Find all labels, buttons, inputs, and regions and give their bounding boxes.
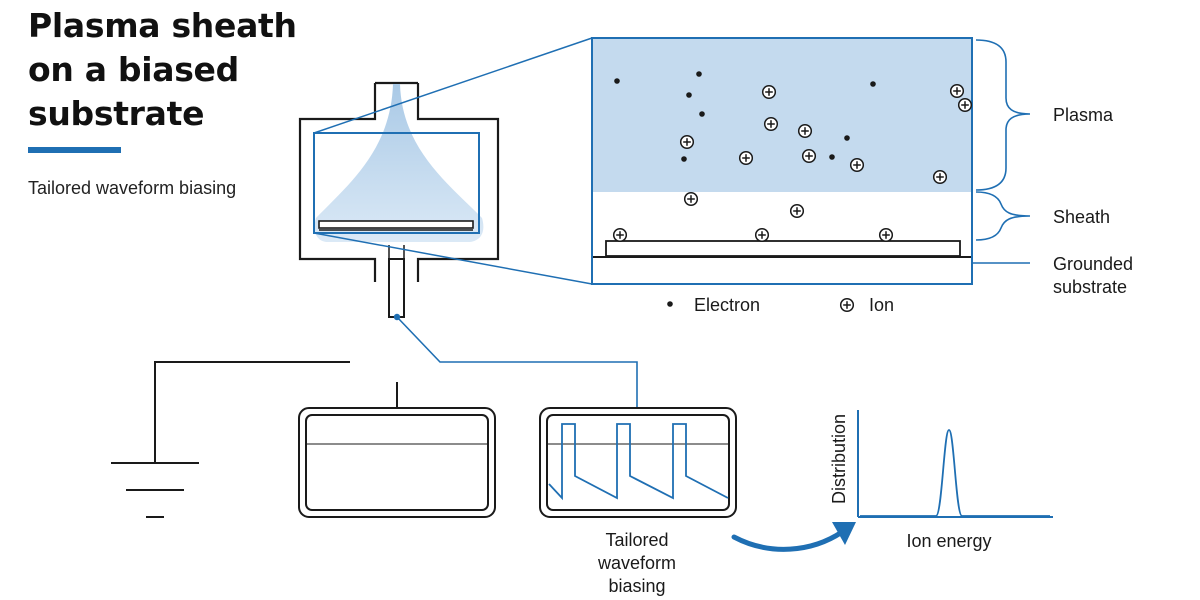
electron-legend-label: Electron	[694, 295, 760, 315]
page-title: Plasma sheath on a biased substrate	[28, 4, 348, 136]
particle-legend: Electron Ion	[667, 295, 894, 315]
tailored-waveform	[548, 423, 729, 501]
dc-bias-box	[298, 407, 496, 518]
plasma-beam	[314, 84, 484, 242]
plot-x-axis-label: Ion energy	[906, 531, 991, 551]
title-line-1: Plasma sheath	[28, 6, 297, 45]
ion-particle	[849, 157, 865, 173]
ion-particle	[957, 97, 973, 113]
substrate-electrode-rod	[388, 258, 405, 318]
title-line-3: substrate	[28, 94, 205, 133]
grounded-substrate-label-line2: substrate	[1053, 277, 1127, 297]
ion-legend-icon	[839, 297, 855, 313]
waveform-caption-line3: biasing	[608, 576, 665, 596]
ion-particle	[761, 84, 777, 100]
zoomed-substrate	[605, 240, 961, 257]
process-chamber	[298, 81, 500, 321]
ion-particle	[789, 203, 805, 219]
plot-y-axis-label: Distribution	[829, 414, 849, 504]
ion-particle	[683, 191, 699, 207]
waveform-caption-line1: Tailored	[605, 530, 668, 550]
ion-particle	[932, 169, 948, 185]
title-accent-bar	[28, 147, 121, 153]
zoom-line-bottom	[313, 232, 593, 285]
sheath-label: Sheath	[1053, 207, 1110, 227]
particle-group	[612, 71, 973, 243]
zoom-panel-frame	[591, 37, 973, 285]
ion-legend-label: Ion	[869, 295, 894, 315]
ion-particle	[763, 116, 779, 132]
electron-particle	[699, 111, 705, 117]
plasma-brace	[975, 39, 1031, 191]
chamber-zoom-window	[313, 132, 480, 234]
electron-particle	[681, 156, 687, 162]
waveform-caption-line2: waveform	[597, 553, 676, 573]
bias-signal-wire	[396, 316, 638, 410]
electron-particle	[686, 92, 692, 98]
chamber-substrate	[318, 220, 474, 229]
ion-particle	[738, 150, 754, 166]
waveform-box	[539, 407, 737, 518]
ion-particle	[754, 227, 770, 243]
electron-particle	[696, 71, 702, 77]
plasma-region	[592, 38, 972, 192]
grounded-substrate-label-line1: Grounded	[1053, 254, 1133, 274]
ion-particle	[878, 227, 894, 243]
electron-particle	[614, 78, 620, 84]
sheath-brace	[975, 191, 1031, 241]
ion-particle	[949, 83, 965, 99]
zoom-line-top	[313, 37, 593, 134]
electron-particle	[870, 81, 876, 87]
ion-particle	[612, 227, 628, 243]
chamber-outline	[298, 81, 500, 282]
sheath-zoom-panel	[591, 37, 973, 285]
ion-particle	[797, 123, 813, 139]
region-braces	[972, 39, 1031, 264]
result-arrow	[731, 529, 845, 552]
title-line-2: on a biased	[28, 50, 239, 89]
electron-particle	[829, 154, 835, 160]
subtitle: Tailored waveform biasing	[28, 178, 237, 198]
ground-symbol	[111, 361, 350, 518]
ion-particle	[801, 148, 817, 164]
electron-particle	[844, 135, 850, 141]
ion-energy-distribution-plot	[857, 410, 1053, 518]
result-arrow-head	[832, 522, 856, 545]
distribution-peak	[860, 429, 1050, 517]
ion-particle	[679, 134, 695, 150]
plasma-label: Plasma	[1053, 105, 1114, 125]
electron-legend-icon	[667, 301, 673, 307]
